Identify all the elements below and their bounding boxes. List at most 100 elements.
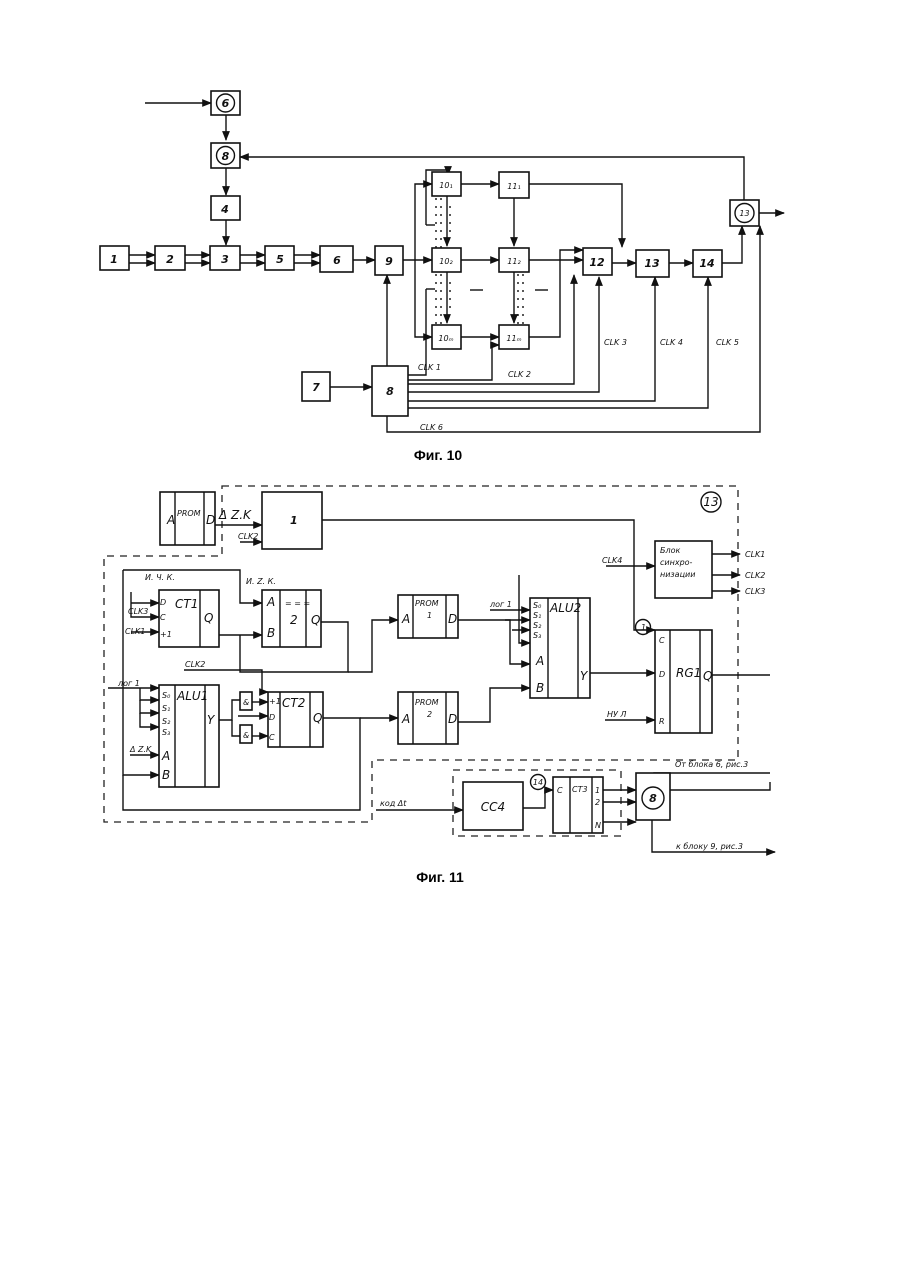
alu1-a: A: [161, 749, 170, 763]
ct3-name: CT3: [572, 785, 588, 794]
figure-11: [104, 486, 775, 852]
alu1-s3: S₃: [162, 728, 170, 737]
block-11-1: 11₁: [507, 182, 520, 191]
sig-clk2-a: CLK2: [238, 532, 258, 541]
rg1-name: RG1: [676, 666, 701, 680]
cmp2-a: A: [266, 595, 275, 609]
ct3-out1: 1: [595, 786, 600, 795]
alu1-s2: S₂: [162, 717, 171, 726]
block-1: 1: [110, 253, 118, 266]
sig-to-block9: к блоку 9, рис.3: [676, 842, 743, 851]
rg1-q: Q: [703, 669, 712, 683]
block-10-2: 10₂: [439, 257, 453, 266]
block-11-m: 11ₘ: [506, 334, 521, 343]
alu1-s0: S₀: [162, 691, 171, 700]
alu2-b: B: [536, 681, 544, 695]
and1-sym: &: [243, 698, 249, 707]
sync-out-clk2: CLK2: [745, 571, 765, 580]
block-8: 8: [386, 385, 394, 398]
sig-izk: И. Z. К.: [246, 577, 276, 586]
sig-ichk: И. Ч. К.: [145, 573, 175, 582]
prom2-d: D: [448, 712, 457, 726]
block-10-1: 10₁: [439, 181, 452, 190]
block-2: 2: [166, 253, 174, 266]
sync-out-clk1: CLK1: [745, 550, 765, 559]
circle-8: 8: [222, 150, 230, 163]
sig-clk5: CLK 5: [716, 338, 739, 347]
block-3: 3: [221, 253, 229, 266]
sig-clk4: CLK 4: [660, 338, 683, 347]
alu2-s3: S₃: [533, 631, 541, 640]
and2-sym: &: [243, 731, 249, 740]
sig-clk3: CLK 3: [604, 338, 627, 347]
sync-line3: низации: [660, 570, 695, 579]
ct1-d: D: [160, 598, 166, 607]
alu2-name: ALU2: [549, 601, 581, 615]
sync-clk4: CLK4: [602, 556, 622, 565]
block-12: 12: [589, 256, 605, 269]
sig-clk1: CLK 1: [418, 363, 441, 372]
block-7: 7: [312, 381, 320, 394]
circle-13-label: 13: [703, 495, 718, 509]
prom1-a: A: [401, 612, 410, 626]
ct1-name: CT1: [175, 597, 198, 611]
rg1-d: D: [659, 670, 665, 679]
ct2-c: C: [269, 733, 275, 742]
ct2-q: Q: [313, 711, 322, 725]
rg1-reset-sig: НУ Л: [607, 710, 626, 719]
rg1-r: R: [659, 717, 665, 726]
rg1-c: C: [659, 636, 665, 645]
cmp2-q: Q: [311, 613, 320, 627]
circle-8-label: 8: [649, 792, 657, 805]
cc4-label: CC4: [481, 800, 505, 814]
cmp2-op: = = =: [285, 599, 310, 608]
block-6: 6: [333, 254, 341, 267]
cmp2-b: B: [267, 626, 275, 640]
ct2-name: CT2: [282, 696, 305, 710]
block-10-m: 10ₘ: [438, 334, 453, 343]
prom2-num: 2: [427, 710, 432, 719]
prom1-name: PROM: [415, 599, 439, 608]
ct1-r: +1: [160, 630, 172, 639]
ct3-outn: N: [595, 821, 601, 830]
sig-clk1: CLK1: [125, 627, 145, 636]
prom-name: PROM: [177, 509, 201, 518]
circle-6: 6: [222, 97, 230, 110]
caption-fig10: Фиг. 10: [414, 447, 463, 463]
alu2-log: лог 1: [489, 600, 512, 609]
alu1-log: лог 1: [117, 679, 140, 688]
sig-clk2-b: CLK2: [185, 660, 205, 669]
sig-clk6: CLK 6: [420, 423, 443, 432]
sig-clk3: CLK3: [128, 607, 148, 616]
block-4: 4: [220, 203, 229, 216]
prom-d-pin: D: [206, 513, 215, 527]
sig-from-block6: От блока 6, рис.3: [675, 760, 748, 769]
alu2-s2: S₂: [533, 621, 542, 630]
block-9: 9: [385, 255, 393, 268]
prom1-d: D: [448, 612, 457, 626]
ct2-d: D: [269, 713, 275, 722]
cmp2-name: 2: [290, 613, 298, 627]
sync-line1: Блок: [660, 546, 680, 555]
rg1-circle-label: 1: [641, 623, 646, 632]
alu1-s1: S₁: [162, 704, 170, 713]
alu2-s1: S₁: [533, 611, 541, 620]
circle-13: 13: [739, 209, 749, 218]
block-5: 5: [276, 253, 284, 266]
circle-14-label: 14: [533, 778, 543, 787]
block-1-label: 1: [290, 514, 298, 527]
alu1-b: B: [162, 768, 170, 782]
caption-fig11: Фиг. 11: [416, 869, 464, 885]
alu1-azk: Δ Z.K: [129, 745, 152, 754]
prom-a-pin: A: [166, 513, 175, 527]
alu2-a: A: [535, 654, 544, 668]
prom1-num: 1: [427, 611, 432, 620]
ct3-out2: 2: [595, 798, 600, 807]
alu1-name: ALU1: [176, 689, 208, 703]
prom2-a: A: [401, 712, 410, 726]
sync-out-clk3: CLK3: [745, 587, 765, 596]
ct3-c: C: [557, 786, 563, 795]
sig-azk: Δ Z.K: [218, 508, 252, 522]
alu2-s0: S₀: [533, 601, 542, 610]
sync-line2: синхро-: [660, 558, 693, 567]
